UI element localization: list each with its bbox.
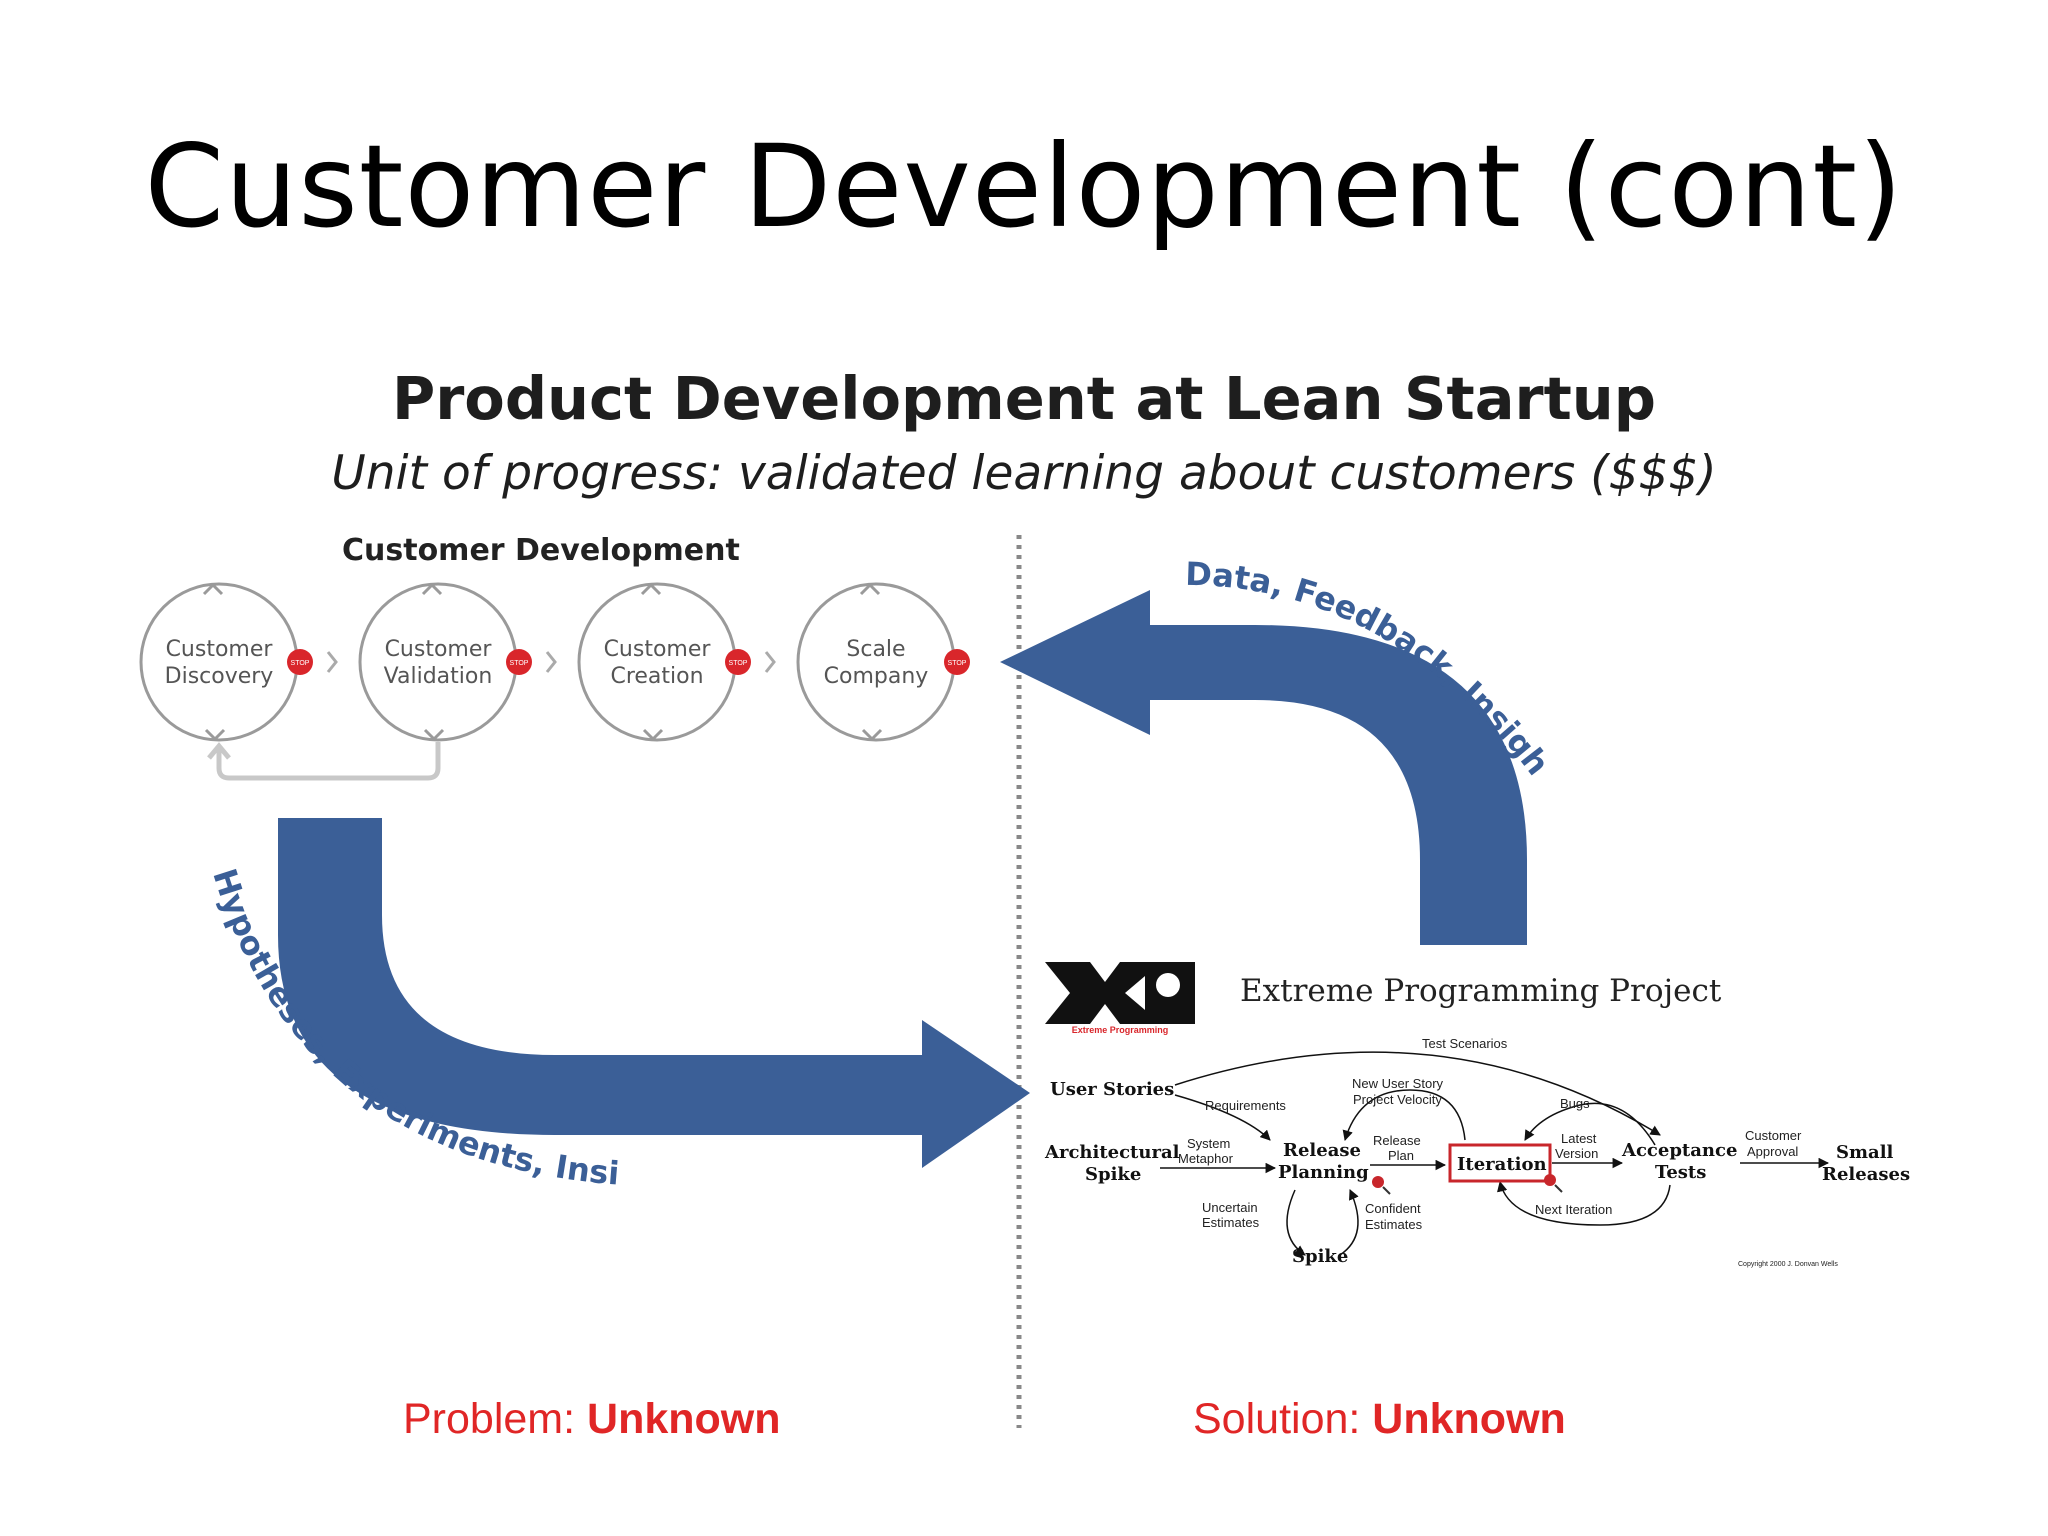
svg-text:STOP: STOP bbox=[291, 660, 310, 667]
stage-label-creation: Customer Creation bbox=[603, 637, 711, 689]
svg-text:STOP: STOP bbox=[729, 660, 748, 667]
xp-logo-caption: Extreme Programming bbox=[1072, 1025, 1169, 1035]
xp-node-acceptance-tests-line2: Tests bbox=[1655, 1162, 1706, 1183]
stage-label-scale: Scale Company bbox=[823, 637, 929, 689]
loop-back-arrowhead bbox=[207, 742, 231, 760]
chevron-right-icon bbox=[326, 651, 338, 673]
magnifier-icon bbox=[1372, 1176, 1391, 1195]
chevron-right-icon bbox=[545, 651, 557, 673]
stop-icon: STOP bbox=[506, 649, 532, 675]
xp-project-title: Extreme Programming Project bbox=[1240, 973, 1722, 1009]
xp-logo: Extreme Programming bbox=[1045, 962, 1195, 1035]
xp-node-release-planning-line1: Release bbox=[1283, 1140, 1361, 1161]
xp-edge-system-metaphor-line1: System bbox=[1187, 1136, 1230, 1151]
xp-edge-next-iteration: Next Iteration bbox=[1535, 1202, 1612, 1217]
xp-edge-customer-approval-line2: Approval bbox=[1747, 1144, 1798, 1159]
stop-icon: STOP bbox=[287, 649, 313, 675]
xp-edge-bugs: Bugs bbox=[1560, 1096, 1590, 1111]
xp-node-iteration: Iteration bbox=[1457, 1154, 1547, 1175]
xp-node-release-planning-line2: Planning bbox=[1278, 1162, 1369, 1183]
slide-title: Customer Development (cont) bbox=[144, 120, 1904, 253]
stage-label-validation: Customer Validation bbox=[383, 637, 493, 689]
iteration-box bbox=[1448, 1143, 1552, 1183]
solution-label: Solution: bbox=[1193, 1395, 1361, 1443]
xp-edge-project-velocity: Project Velocity bbox=[1353, 1092, 1442, 1107]
diagram-subtitle: Unit of progress: validated learning abo… bbox=[331, 446, 1717, 501]
xp-edge-customer-approval-line1: Customer bbox=[1745, 1128, 1802, 1143]
xp-edge-test-scenarios: Test Scenarios bbox=[1422, 1036, 1508, 1051]
loop-back-arrow bbox=[216, 742, 441, 781]
svg-text:STOP: STOP bbox=[510, 660, 529, 667]
feedback-arrow bbox=[1000, 590, 1527, 945]
xp-node-spike: Spike bbox=[1292, 1246, 1348, 1267]
xp-edge-confident-estimates-line1: Confident bbox=[1365, 1201, 1421, 1216]
xp-edge-new-user-story: New User Story bbox=[1352, 1076, 1444, 1091]
customer-development-label: Customer Development bbox=[342, 533, 740, 568]
svg-text:STOP: STOP bbox=[948, 660, 967, 667]
stage-label-discovery: Customer Discovery bbox=[164, 637, 274, 689]
xp-node-small-releases-line2: Releases bbox=[1822, 1164, 1910, 1185]
xp-edge-release-plan-line2: Plan bbox=[1388, 1148, 1414, 1163]
problem-label: Problem: bbox=[403, 1395, 576, 1443]
xp-edge-release-plan-line1: Release bbox=[1373, 1133, 1421, 1148]
xp-edge-uncertain-estimates-line2: Estimates bbox=[1202, 1215, 1260, 1230]
xp-copyright: Copyright 2000 J. Donvan Wells bbox=[1738, 1261, 1838, 1268]
xp-edge-requirements: Requirements bbox=[1205, 1098, 1286, 1113]
stop-icon: STOP bbox=[944, 649, 970, 675]
xp-node-acceptance-tests-line1: Acceptance bbox=[1621, 1140, 1737, 1161]
hypotheses-arrow bbox=[278, 818, 1030, 1168]
chevron-right-icon bbox=[764, 651, 776, 673]
xp-node-small-releases-line1: Small bbox=[1836, 1142, 1894, 1163]
solution-value: Unknown bbox=[1372, 1395, 1566, 1443]
arrow-label-bottom: Hypotheses, Experiments, Insights bbox=[0, 0, 621, 1193]
xp-node-architectural-spike-line1: Architectural bbox=[1044, 1142, 1180, 1163]
xp-edge-uncertain-estimates-line1: Uncertain bbox=[1202, 1200, 1258, 1215]
diagram-title: Product Development at Lean Startup bbox=[391, 364, 1657, 433]
xp-node-architectural-spike-line2: Spike bbox=[1085, 1164, 1141, 1185]
xp-flow bbox=[1160, 1051, 1830, 1256]
xp-edge-latest-version-line1: Latest bbox=[1561, 1131, 1597, 1146]
problem-footer: Problem: Unknown bbox=[403, 1395, 781, 1444]
xp-edge-system-metaphor-line2: Metaphor bbox=[1178, 1151, 1234, 1166]
xp-edge-latest-version-line2: Version bbox=[1555, 1146, 1598, 1161]
xp-edge-confident-estimates-line2: Estimates bbox=[1365, 1217, 1423, 1232]
magnifier-icon bbox=[1544, 1174, 1563, 1193]
xp-node-user-stories: User Stories bbox=[1050, 1079, 1174, 1100]
solution-footer: Solution: Unknown bbox=[1193, 1395, 1566, 1444]
problem-value: Unknown bbox=[587, 1395, 781, 1443]
stop-icon: STOP bbox=[725, 649, 751, 675]
